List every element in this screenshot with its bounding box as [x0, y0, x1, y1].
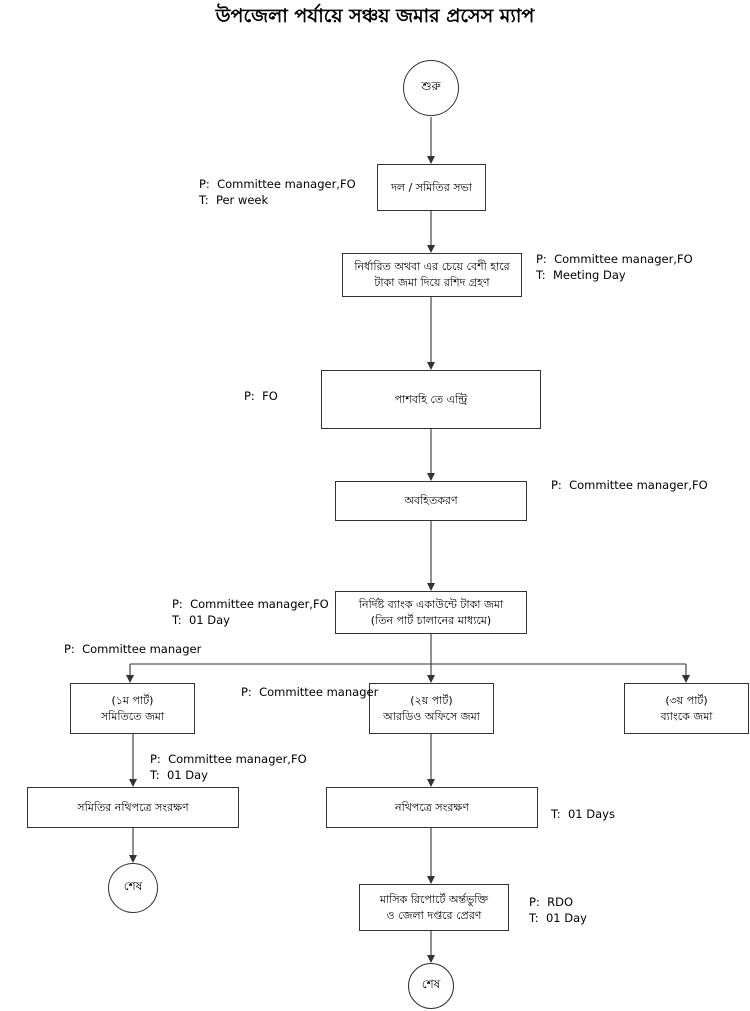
note-monthly-report: P: RDO T: 01 Day [529, 895, 587, 926]
note-file: T: 01 Days [551, 807, 615, 821]
note-bank-deposit: P: Committee manager,FO T: 01 Day [172, 597, 329, 628]
part3-box: (৩য় পার্ট) ব্যাংকে জমা [624, 683, 749, 734]
file-preserve-box: নথিপত্রে সংরক্ষণ [326, 787, 538, 828]
end-node-center: শেষ [408, 963, 454, 1009]
part2-box: (২য় পার্ট) আরডিও অফিসে জমা [369, 683, 494, 734]
passbook-entry-box: পাশবহি তে এন্ট্রি [321, 370, 541, 429]
group-meeting-box: দল / সমিতির সভা [377, 164, 486, 211]
samiti-file-box: সমিতির নথিপত্রে সংরক্ষণ [27, 787, 239, 828]
note-part1: P: Committee manager [64, 642, 202, 656]
note-meeting: P: Committee manager,FO T: Per week [199, 177, 356, 208]
monthly-report-box: মাসিক রিপোর্টে অর্ন্তভুক্তি ও জেলা দপ্তর… [359, 884, 509, 931]
note-passbook: P: FO [244, 389, 278, 403]
inform-box: অবহিতকরণ [335, 481, 527, 521]
start-node: শুরু [403, 60, 459, 116]
bank-deposit-box: নির্দিষ্ট ব্যাংক একাউন্টে টাকা জমা (তিন … [335, 591, 527, 634]
collect-deposit-box: নির্ধারিত অথবা এর চেয়ে বেশী হারে টাকা জ… [342, 253, 522, 297]
note-inform: P: Committee manager,FO [551, 478, 708, 492]
end-node-left: শেষ [108, 863, 158, 913]
part1-box: (১ম পার্ট) সমিতিতে জমা [70, 683, 195, 734]
note-samiti-file: P: Committee manager,FO T: 01 Day [150, 752, 307, 783]
page-title: উপজেলা পর্যায়ে সঞ্চয় জমার প্রসেস ম্যাপ [215, 5, 535, 27]
note-collect: P: Committee manager,FO T: Meeting Day [536, 252, 693, 283]
note-part2: P: Committee manager [241, 685, 379, 699]
